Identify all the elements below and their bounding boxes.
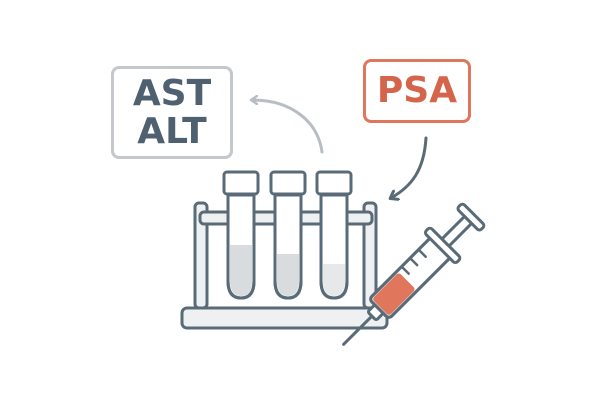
arrow-from-psa-icon: [391, 136, 428, 198]
psa-label: PSA: [363, 59, 471, 123]
psa-label-text: PSA: [376, 70, 458, 111]
test-tube-icon: [269, 170, 307, 300]
ast-label: AST: [132, 72, 212, 114]
test-tube-icon: [315, 170, 353, 300]
liver-panel-label: AST ALT: [111, 66, 233, 159]
arrow-to-liver-panel-icon: [252, 100, 324, 154]
alt-label: ALT: [137, 110, 207, 152]
syringe-icon: [342, 202, 486, 346]
test-tube-icon: [222, 170, 260, 300]
